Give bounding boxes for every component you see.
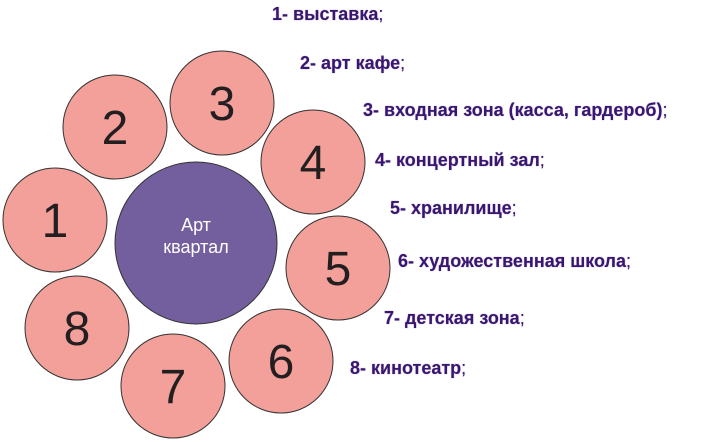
legend-item-1: 1- выставка; [272,4,383,25]
circle-4: 4 [260,109,366,215]
circle-number: 7 [160,361,187,414]
circle-3: 3 [169,50,275,156]
circle-number: 1 [42,195,69,248]
center-title-line2: квартал [163,237,228,257]
circle-2: 2 [62,74,168,180]
circle-number: 4 [300,137,327,190]
legend-text: 4- концертный зал [375,150,540,170]
legend-item-2: 2- арт кафе; [300,53,405,74]
circle-1: 1 [2,167,108,273]
circle-number: 2 [102,102,129,155]
legend-end: ; [461,358,467,378]
legend-end: ; [539,150,545,170]
legend-end: ; [625,251,631,271]
legend-text: 1- выставка [272,4,379,24]
legend-text: 8- кинотеатр [350,358,462,378]
legend-end: ; [400,53,406,73]
legend-item-7: 7- детская зона; [384,308,525,329]
legend-text: 6- художественная школа [398,251,626,271]
legend-item-5: 5- хранилище; [390,198,517,219]
legend-end: ; [519,308,525,328]
legend-text: 2- арт кафе [300,53,401,73]
legend-item-4: 4- концертный зал; [375,150,545,171]
circle-number: 8 [64,303,91,356]
circle-number: 5 [325,243,352,296]
center-title-line1: Арт [181,215,211,235]
circle-number: 6 [268,336,295,389]
circle-8: 8 [24,275,130,381]
circle-number: 3 [209,78,236,131]
legend-item-8: 8- кинотеатр; [350,358,466,379]
center-circle: Арт квартал [114,161,278,325]
legend-end: ; [378,4,384,24]
legend-end: ; [662,100,668,120]
legend-text: 7- детская зона [384,308,520,328]
legend-text: 3- входная зона (касса, гардероб) [363,100,663,120]
circle-6: 6 [228,308,334,414]
legend-text: 5- хранилище [390,198,512,218]
legend-item-3: 3- входная зона (касса, гардероб); [363,100,667,121]
legend-item-6: 6- художественная школа; [398,251,631,272]
circle-7: 7 [120,333,226,439]
circle-5: 5 [285,215,391,321]
legend-end: ; [511,198,517,218]
